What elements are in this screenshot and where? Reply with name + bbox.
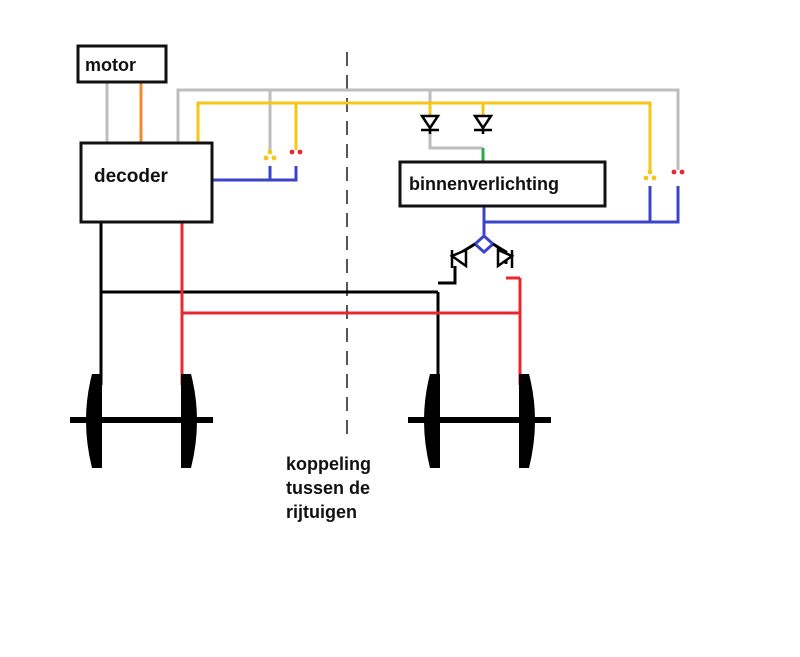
led-red-left xyxy=(289,149,303,155)
diode-left xyxy=(419,114,441,134)
red-wire xyxy=(180,222,522,385)
blue-wire xyxy=(212,166,680,236)
motor-label: motor xyxy=(85,55,136,75)
wheelset-left xyxy=(70,374,213,468)
coupling-caption-line2: tussen de xyxy=(286,478,370,498)
wheelset-right xyxy=(408,374,551,468)
coupling-caption-line3: rijtuigen xyxy=(286,502,357,522)
interior-lighting-label: binnenverlichting xyxy=(409,174,559,194)
decoder-box: decoder xyxy=(79,141,214,224)
diode-bridge-right xyxy=(496,248,515,269)
led-red-right xyxy=(671,169,685,175)
motor-box: motor xyxy=(76,44,168,84)
led-yellow-left xyxy=(263,149,277,161)
decoder-label: decoder xyxy=(94,166,169,187)
yellow-wire xyxy=(196,101,652,170)
coupling-caption-line1: koppeling xyxy=(286,454,371,474)
diode-right xyxy=(472,114,494,134)
interior-lighting-box: binnenverlichting xyxy=(398,160,607,208)
black-wire xyxy=(99,222,508,385)
blue-junction xyxy=(472,233,496,255)
diode-bridge-left xyxy=(449,248,468,269)
led-yellow-right xyxy=(643,169,657,181)
